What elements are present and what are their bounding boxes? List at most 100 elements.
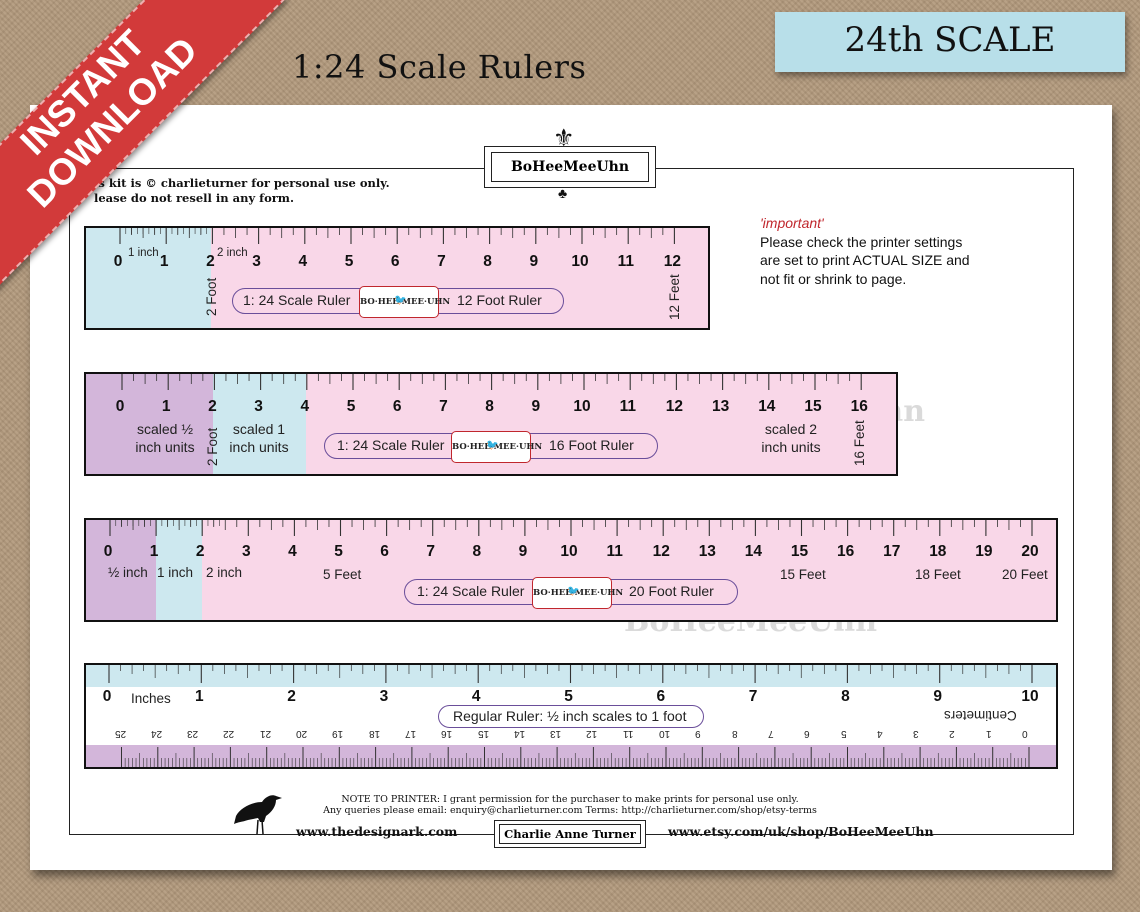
ruler-number: 14	[758, 398, 776, 415]
ruler-ticks	[121, 374, 862, 390]
ruler-number: 8	[472, 543, 482, 560]
page-title: 1:24 Scale Rulers	[292, 48, 587, 86]
etsy-link[interactable]: www.etsy.com/uk/shop/BoHeeMeeUhn	[668, 824, 934, 839]
ruler-number: 4	[288, 543, 297, 560]
copyright-line: is kit is © charlieturner for personal u…	[94, 176, 390, 190]
website-link[interactable]: www.thedesignark.com	[296, 824, 458, 839]
cm-number: 19	[332, 728, 344, 739]
ruler-number: 5	[344, 253, 354, 270]
cm-number: 22	[223, 728, 235, 739]
unit-label: scaled 1 inch units	[226, 420, 292, 456]
bird-icon: 🐦	[567, 586, 580, 597]
pill-right-text: 20 Foot Ruler	[629, 583, 714, 599]
ruler-number: 11	[606, 543, 623, 560]
brand-badge-text: BO·HEE·MEE·UHN	[533, 588, 624, 598]
unit-label: scaled 2 inch units	[756, 420, 826, 456]
brand-logo-text: BoHeeMeeUhn	[491, 152, 649, 182]
note-line: Any queries please email: enquiry@charli…	[323, 805, 817, 816]
ruler-number: 20	[1021, 543, 1039, 560]
pill-left-text: 1: 24 Scale Ruler	[337, 437, 445, 453]
ruler-number: 6	[390, 253, 400, 270]
ruler-ticks	[109, 520, 1033, 536]
cm-number: 15	[477, 728, 489, 739]
ruler-number: 7	[439, 398, 448, 415]
ruler-20-foot	[84, 518, 1058, 622]
ruler-purple-section	[86, 520, 156, 620]
cm-number: 24	[150, 728, 162, 739]
instruction-line: not fit or shrink to page.	[760, 270, 907, 287]
ruler-purple-section	[86, 374, 213, 474]
scale-label: 5 Feet	[323, 567, 362, 582]
ruler-number: 0	[115, 398, 125, 415]
ruler-number: 9	[518, 543, 528, 560]
cm-number: 20	[296, 728, 308, 739]
scale-badge-label: 24th SCALE	[844, 20, 1056, 60]
ruler-number: 5	[346, 398, 356, 415]
ruler-number: 4	[471, 688, 481, 705]
ruler-number: 5	[564, 688, 573, 705]
scale-badge: 24th SCALE	[775, 12, 1125, 72]
ruler-12-foot	[84, 226, 710, 330]
pill-text: Regular Ruler: ½ inch scales to 1 foot	[453, 708, 687, 724]
ruler-number: 8	[483, 253, 492, 270]
ruler-number: 2	[206, 253, 215, 270]
ruler-number: 6	[392, 398, 402, 415]
ruler-blue-section	[156, 520, 202, 620]
crow-icon	[234, 795, 282, 835]
ruler-number: 9	[531, 398, 541, 415]
pill-left-text: 1: 24 Scale Ruler	[243, 292, 351, 308]
ruler-number: 3	[379, 688, 389, 705]
cm-number: 25	[114, 728, 126, 739]
ruler-number: 10	[1021, 688, 1039, 705]
designer-nameplate: Charlie Anne Turner	[494, 820, 646, 848]
cm-number: 0	[1022, 728, 1028, 739]
cm-number: 9	[695, 728, 701, 739]
centimeters-label: Centimeters	[944, 708, 1017, 723]
cm-number: 14	[513, 728, 525, 739]
inch-label: 2 inch	[217, 247, 248, 259]
end-label: 12 Feet	[667, 274, 682, 320]
ruler-ticks	[119, 228, 675, 244]
bird-icon: 🐦	[394, 295, 407, 306]
cm-number: 23	[187, 728, 199, 739]
cm-number: 12	[586, 728, 598, 739]
unit-label-line: scaled 1	[232, 421, 286, 437]
ruler-number: 10	[560, 543, 578, 560]
scale-label: ½ inch	[108, 565, 148, 580]
ruler-number: 12	[652, 543, 670, 560]
ruler-number: 2	[287, 688, 296, 705]
cm-number: 2	[949, 728, 955, 739]
ruler-number: 0	[103, 543, 113, 560]
brand-badge-text: BO·HEE·MEE·UHN	[360, 297, 451, 307]
unit-label: scaled ½ inch units	[132, 420, 198, 456]
ruler-number: 4	[300, 398, 310, 415]
foot-label: 2 Foot	[205, 427, 220, 466]
ruler-number: 9	[529, 253, 539, 270]
regular-ruler	[84, 663, 1058, 769]
pill-right-text: 12 Foot Ruler	[457, 292, 542, 308]
ruler-number: 16	[837, 543, 855, 560]
ruler-number: 10	[571, 253, 589, 270]
ruler-number: 11	[619, 398, 636, 415]
ruler-blue-section	[213, 374, 306, 474]
unit-label-line: scaled 2	[764, 421, 818, 437]
scale-label: 15 Feet	[780, 567, 826, 582]
brand-badge: 🐦BO·HEE·MEE·UHN	[359, 286, 450, 318]
unit-label-line: inch units	[229, 439, 289, 455]
ruler-number: 10	[573, 398, 591, 415]
scale-label: 20 Feet	[1002, 567, 1048, 582]
cm-number: 18	[368, 728, 380, 739]
copyright-notice: is kit is © charlieturner for personal u…	[94, 176, 390, 206]
ruler-number: 17	[883, 543, 901, 560]
instruction-line: are set to print ACTUAL SIZE and	[760, 252, 970, 268]
scale-label: 2 inch	[206, 565, 243, 580]
ruler-number: 2	[208, 398, 217, 415]
cm-number: 16	[441, 728, 453, 739]
ruler-ticks	[108, 665, 1033, 767]
ruler-number: 13	[698, 543, 716, 560]
ruler-number: 3	[254, 398, 263, 415]
scale-label: 18 Feet	[915, 567, 961, 582]
ruler-number: 13	[712, 398, 730, 415]
cm-number: 6	[804, 728, 810, 739]
brand-badge: 🐦BO·HEE·MEE·UHN	[532, 577, 623, 609]
